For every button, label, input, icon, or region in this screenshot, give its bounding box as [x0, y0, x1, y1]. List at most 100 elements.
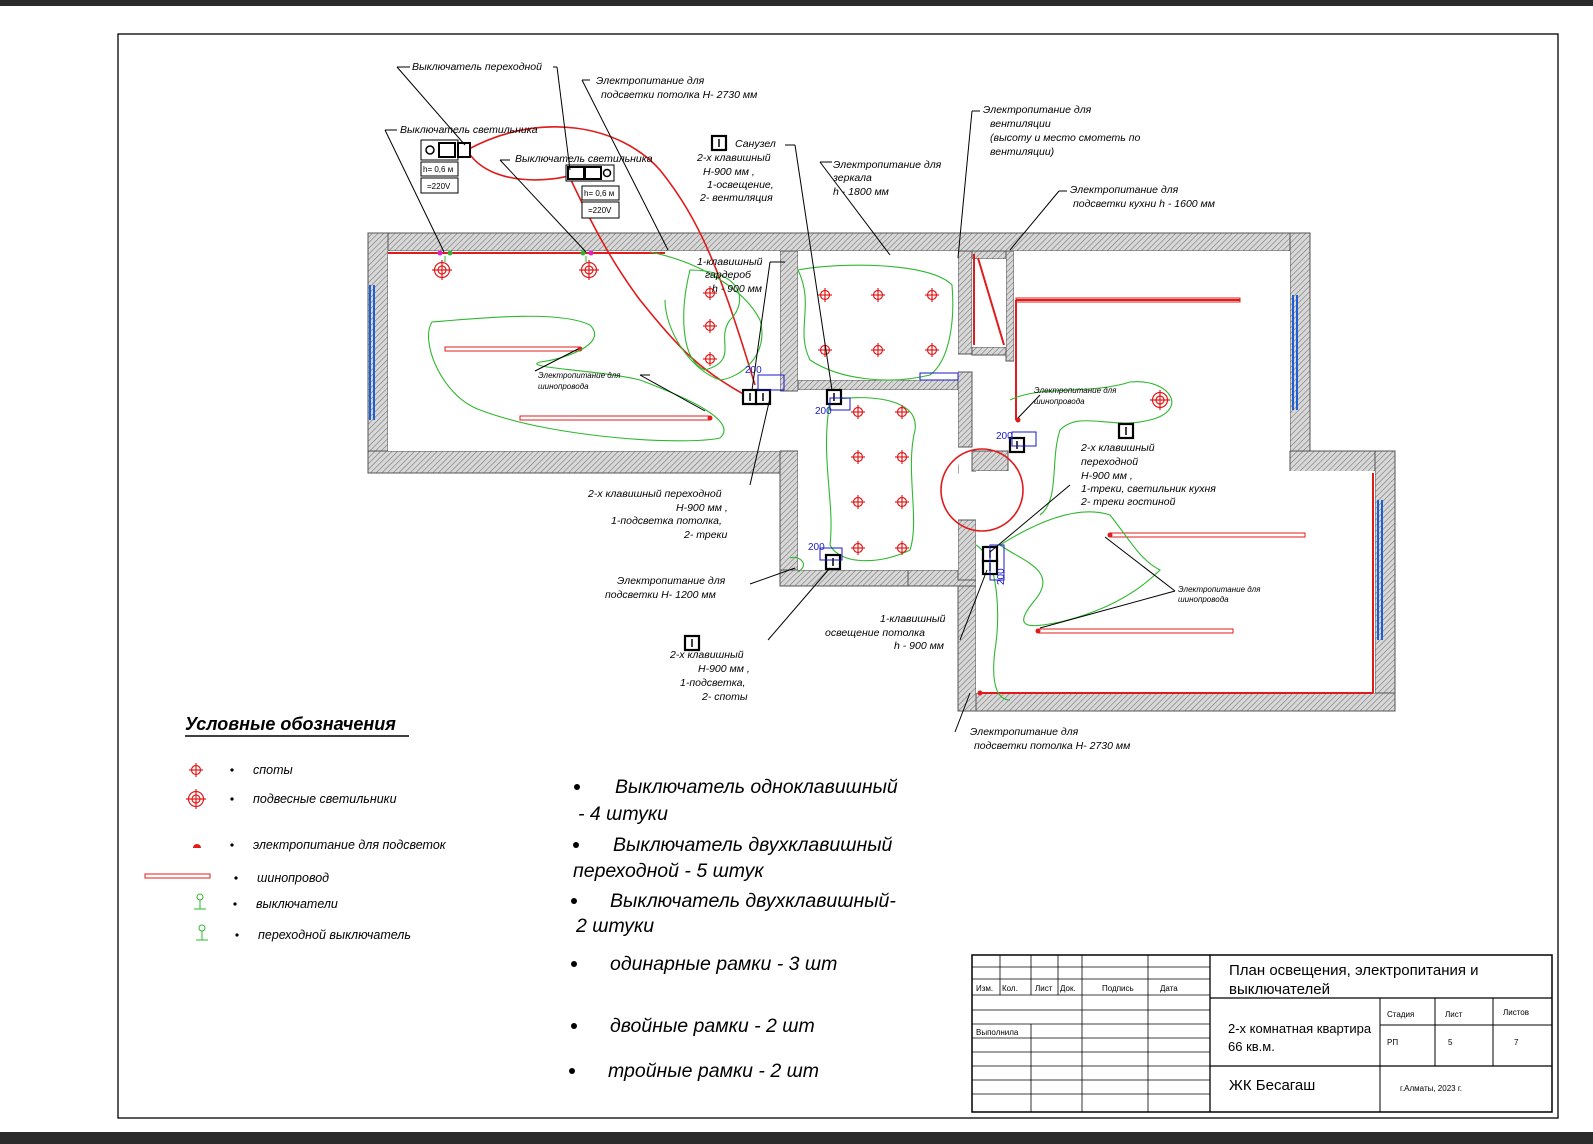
svg-text:Электропитание для: Электропитание для [596, 75, 705, 87]
svg-text:шинопровода: шинопровода [1034, 397, 1085, 406]
busbar-ends [577, 346, 1113, 696]
dimension-labels: 200 200 200 200 200 [745, 365, 1013, 585]
callout-switch-lamp-2: Выключатель светильника [515, 153, 653, 165]
drawing-frame [117, 33, 1559, 1119]
svg-text:подсветки кухни h - 1600 мм: подсветки кухни h - 1600 мм [1073, 198, 1215, 210]
svg-text:зеркала: зеркала [832, 172, 872, 184]
walls [367, 232, 1396, 712]
svg-text:Выключатель двухклавишный-: Выключатель двухклавишный- [610, 890, 896, 912]
svg-text:выключателей: выключателей [1229, 981, 1330, 998]
svg-text:шинопровода: шинопровода [538, 382, 589, 391]
ceiling-light-lines [388, 252, 1374, 694]
svg-text:Кол.: Кол. [1002, 984, 1018, 993]
svg-text:подсветки потолка Н- 2730 мм: подсветки потолка Н- 2730 мм [601, 89, 757, 101]
svg-text:шинопровод: шинопровод [257, 871, 329, 885]
svg-text:Док.: Док. [1060, 984, 1076, 993]
svg-text:2- споты: 2- споты [701, 691, 748, 703]
svg-text:h= 0,6 м: h= 0,6 м [423, 165, 453, 174]
svg-text:выключатели: выключатели [256, 897, 338, 911]
svg-text:1-подсветка потолка,: 1-подсветка потолка, [611, 515, 722, 527]
svg-text:одинарные рамки - 3 шт: одинарные рамки - 3 шт [610, 953, 837, 975]
svg-text:подсветки Н- 1200 мм: подсветки Н- 1200 мм [605, 589, 716, 601]
svg-text:подсветки потолка Н- 2730 мм: подсветки потолка Н- 2730 мм [974, 740, 1130, 752]
title-block-text: Изм. Кол. Лист Док. Подпись Дата Выполни… [976, 962, 1529, 1094]
legend-passthrough-switch-icon [196, 924, 208, 941]
svg-text:Дата: Дата [1160, 984, 1178, 993]
busbar-callout-texts: Электропитание для шинопровода Электропи… [538, 371, 1261, 604]
svg-text:г.Алматы, 2023 г.: г.Алматы, 2023 г. [1400, 1084, 1462, 1093]
svg-text:Стадия: Стадия [1387, 1010, 1414, 1019]
callout-texts: Выключатель переходной Выключатель свети… [400, 61, 1216, 752]
svg-text:5: 5 [1448, 1038, 1453, 1047]
svg-text:2-х клавишный: 2-х клавишный [696, 152, 771, 164]
svg-text:переходной: переходной [1081, 456, 1138, 468]
svg-text:2- треки гостиной: 2- треки гостиной [1080, 496, 1176, 508]
svg-text:1-освещение,: 1-освещение, [707, 179, 774, 191]
svg-text:переходной выключатель: переходной выключатель [258, 928, 411, 942]
legend-switch-icon [194, 893, 206, 910]
dimension-marks [757, 372, 1037, 581]
svg-text:Электропитание для: Электропитание для [1178, 585, 1261, 594]
svg-text:2-х комнатная квартира: 2-х комнатная квартира [1228, 1021, 1372, 1036]
svg-text:тройные рамки - 2 шт: тройные рамки - 2 шт [608, 1060, 819, 1082]
svg-text:(высоту и место смотеть по: (высоту и место смотеть по [990, 132, 1141, 144]
svg-text:h - 900 мм: h - 900 мм [894, 640, 944, 652]
svg-text:200: 200 [745, 365, 762, 376]
switch-box-2 [565, 164, 620, 219]
svg-text:h= 0,6 м: h= 0,6 м [584, 189, 614, 198]
svg-text:гардероб: гардероб [705, 269, 752, 281]
svg-text:Листов: Листов [1503, 1008, 1529, 1017]
svg-text:подвесные светильники: подвесные светильники [253, 792, 397, 806]
svg-text:2-х клавишный: 2-х клавишный [1080, 442, 1155, 454]
svg-text:200: 200 [815, 406, 832, 417]
svg-text:освещение потолка: освещение потолка [825, 627, 925, 639]
bottom-edge [0, 1132, 1593, 1144]
svg-text:Электропитание для: Электропитание для [1070, 184, 1179, 196]
leader-lines [384, 66, 1176, 733]
svg-text:- 4 штуки: - 4 штуки [578, 803, 668, 825]
switch-box-labels: h= 0,6 м =220V h= 0,6 м =220V [423, 165, 614, 215]
svg-text:Н-900 мм ,: Н-900 мм , [676, 502, 728, 514]
legend-busbar-icon [144, 873, 211, 879]
legend: Условные обозначения споты подвесные све… [144, 714, 447, 942]
svg-text:Изм.: Изм. [976, 984, 993, 993]
legend-title: Условные обозначения [185, 714, 396, 734]
switch-box-1 [420, 139, 471, 194]
svg-text:Электропитание для: Электропитание для [983, 104, 1092, 116]
svg-text:Н-900 мм ,: Н-900 мм , [1081, 470, 1133, 482]
svg-text:1-клавишный: 1-клавишный [880, 613, 946, 625]
drawing-title: План освещения, электропитания и [1229, 962, 1479, 979]
svg-text:7: 7 [1514, 1038, 1519, 1047]
svg-text:Электропитание для: Электропитание для [970, 726, 1079, 738]
svg-text:Выключатель двухклавишный: Выключатель двухклавишный [613, 834, 893, 856]
svg-text:2-х клавишный: 2-х клавишный [669, 649, 744, 661]
svg-text:Выключатель одноклавишный: Выключатель одноклавишный [615, 776, 898, 798]
svg-text:Электропитание для: Электропитание для [617, 575, 726, 587]
svg-text:Электропитание для: Электропитание для [1034, 386, 1117, 395]
svg-text:2- треки: 2- треки [683, 529, 728, 541]
svg-text:Лист: Лист [1445, 1010, 1463, 1019]
svg-text:Подпись: Подпись [1102, 984, 1134, 993]
svg-text:Санузел: Санузел [735, 138, 776, 150]
svg-text:Н-900 мм ,: Н-900 мм , [698, 663, 750, 675]
svg-text:=220V: =220V [588, 206, 612, 215]
svg-text:200: 200 [808, 542, 825, 553]
svg-text:=220V: =220V [427, 182, 451, 191]
svg-text:Электропитание для: Электропитание для [538, 371, 621, 380]
svg-text:Электропитание для: Электропитание для [833, 159, 942, 171]
svg-text:вентиляции): вентиляции) [990, 146, 1054, 158]
switch-summary: Выключатель одноклавишный - 4 штуки Выкл… [569, 776, 898, 1082]
svg-text:1-клавишный: 1-клавишный [697, 256, 763, 268]
svg-text:1-треки, светильник кухня: 1-треки, светильник кухня [1081, 483, 1216, 495]
svg-text:Выполнила: Выполнила [976, 1028, 1019, 1037]
legend-power-icon [193, 844, 201, 848]
svg-text:Лист: Лист [1035, 984, 1053, 993]
svg-text:РП: РП [1387, 1038, 1398, 1047]
callout-switch-lamp-1: Выключатель светильника [400, 124, 538, 136]
svg-text:200: 200 [996, 568, 1007, 585]
legend-pendant-icon [185, 788, 207, 810]
svg-text:h - 1800 мм: h - 1800 мм [833, 186, 889, 198]
svg-text:1-подсветка,: 1-подсветка, [680, 677, 745, 689]
svg-text:200: 200 [996, 431, 1013, 442]
